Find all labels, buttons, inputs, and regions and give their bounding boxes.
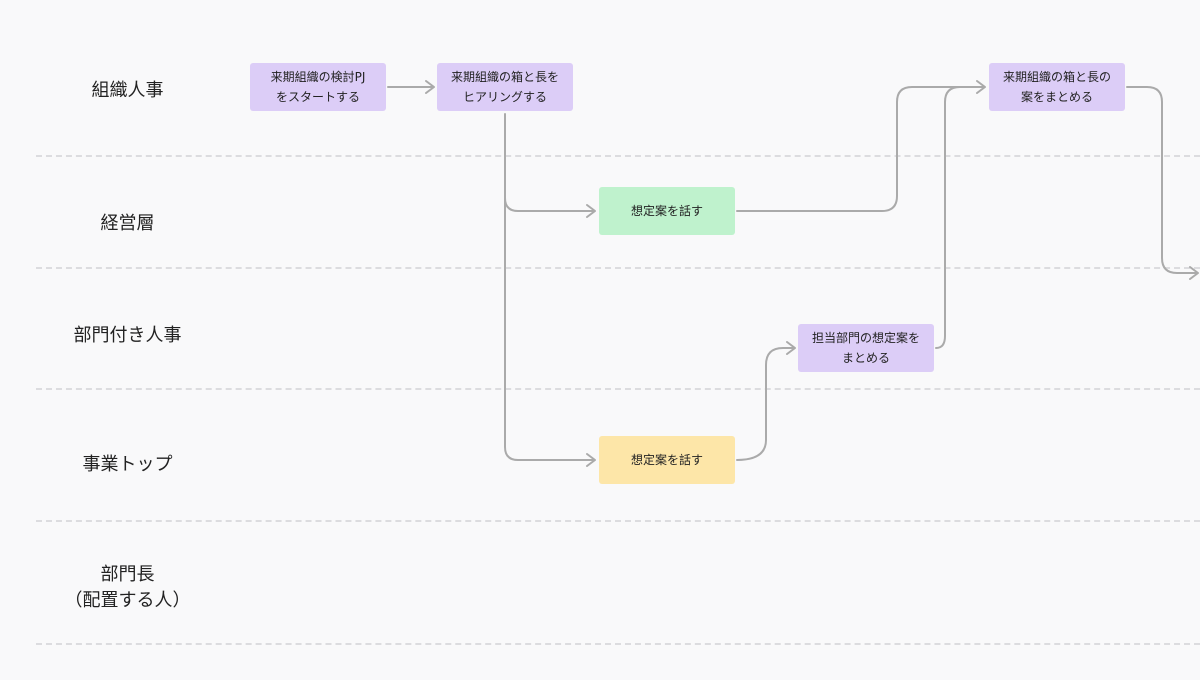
- lane-label-text: 部門付き人事: [73, 325, 182, 346]
- arrowhead: [586, 204, 596, 218]
- node-dept-hr-summarize[interactable]: 担当部門の想定案を まとめる: [798, 324, 934, 372]
- node-exec-talk[interactable]: 想定案を話す: [599, 187, 735, 235]
- lane-label-text: 組織人事: [91, 80, 164, 101]
- node-text: 来期組織の箱と長の: [1002, 70, 1111, 84]
- node-summarize-plan[interactable]: 来期組織の箱と長の 案をまとめる: [989, 63, 1125, 111]
- node-business-top-talk[interactable]: 想定案を話す: [599, 436, 735, 484]
- arrowhead: [586, 453, 596, 467]
- lane-label-dept-head: 部門長 （配置する人）: [40, 562, 215, 614]
- arrowhead: [786, 341, 796, 355]
- connector-summary-to-next: [1126, 86, 1197, 274]
- connector-exec-to-summary: [736, 86, 985, 212]
- lane-label-text: 事業トップ: [82, 454, 173, 475]
- arrowhead: [425, 80, 435, 94]
- node-text: 来期組織の箱と長を: [450, 70, 559, 84]
- lane-divider: [36, 520, 1200, 522]
- node-text: 案をまとめる: [1020, 90, 1093, 104]
- lane-label-text: 経営層: [100, 213, 155, 234]
- lane-divider: [36, 155, 1200, 157]
- lane-label-business-top: 事業トップ: [40, 452, 215, 478]
- connector-biztop-to-depthr: [736, 347, 795, 461]
- connector-depthr-to-summary: [935, 86, 985, 349]
- node-text: ヒアリングする: [462, 90, 547, 104]
- node-text: 担当部門の想定案を: [811, 331, 920, 345]
- node-hearing[interactable]: 来期組織の箱と長を ヒアリングする: [437, 63, 573, 111]
- connector-hearing-to-biztop: [504, 197, 595, 461]
- lane-label-org-hr: 組織人事: [40, 78, 215, 104]
- lane-divider: [36, 643, 1200, 645]
- arrowhead: [976, 80, 986, 94]
- arrowhead: [1189, 266, 1199, 280]
- node-text: 来期組織の検討PJ: [270, 70, 366, 84]
- lane-divider: [36, 267, 1200, 269]
- lane-divider: [36, 388, 1200, 390]
- node-start-pj[interactable]: 来期組織の検討PJ をスタートする: [250, 63, 386, 111]
- node-text: まとめる: [841, 351, 890, 365]
- lane-label-dept-hr: 部門付き人事: [40, 323, 215, 349]
- lane-label-text: 部門長: [100, 564, 155, 585]
- node-text: 想定案を話す: [630, 204, 703, 218]
- node-text: をスタートする: [275, 90, 360, 104]
- connector-hearing-to-exec: [504, 113, 595, 212]
- node-text: 想定案を話す: [630, 453, 703, 467]
- lane-label-subtext: （配置する人）: [64, 590, 191, 611]
- lane-label-management: 経営層: [40, 211, 215, 237]
